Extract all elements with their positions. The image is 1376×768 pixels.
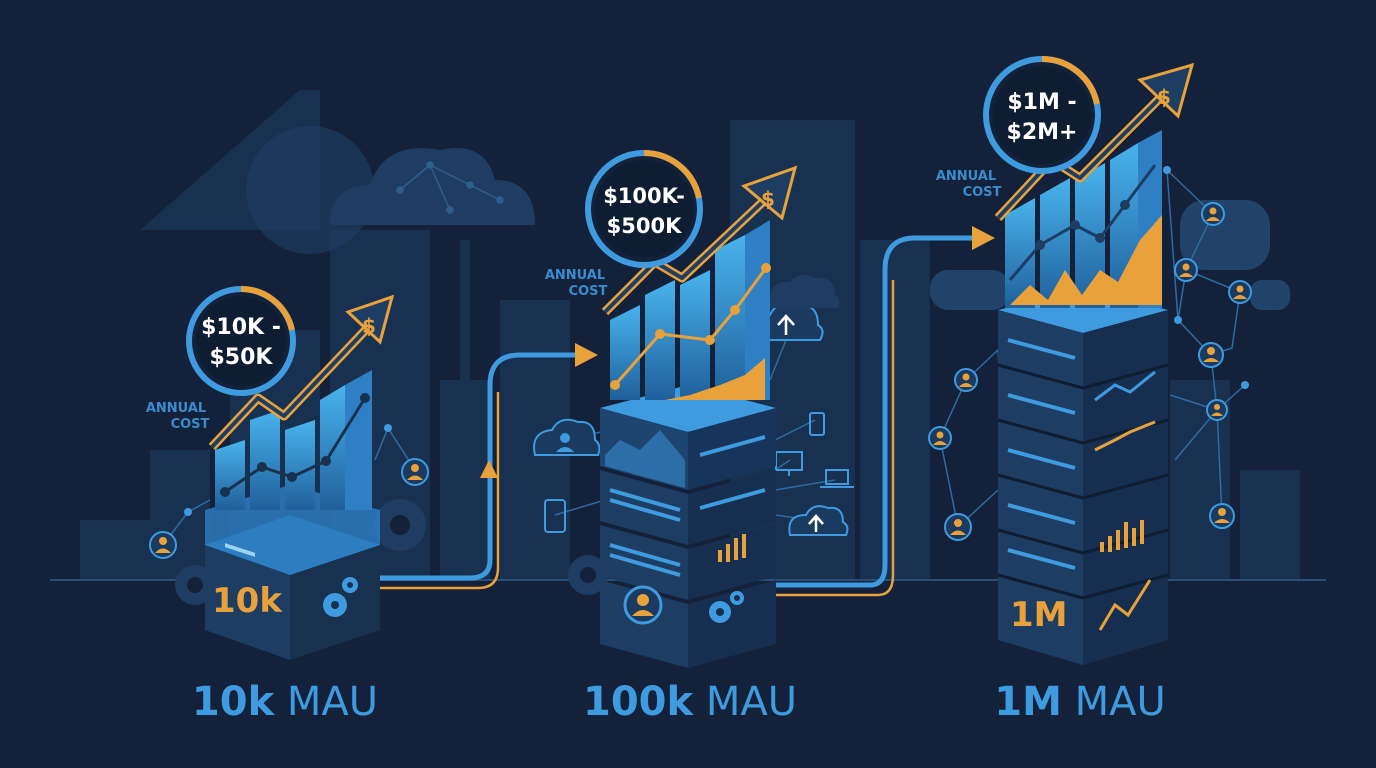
cost-range-line1: $10K - — [201, 315, 281, 340]
annual-cost-label-line2: COST — [569, 284, 608, 299]
flow-arrowhead-1 — [575, 343, 598, 367]
annual-cost-label-line2: COST — [171, 417, 210, 432]
bar-chart-10k — [215, 370, 372, 510]
tier-label-100k: 100k MAU — [550, 676, 830, 728]
svg-text:$: $ — [761, 187, 775, 211]
flow-arrowhead-2 — [972, 226, 995, 250]
cloud-user-icon — [533, 418, 601, 456]
trend-arrow-icon: $ — [601, 165, 798, 316]
tier-10k: 10k $ $10K - $50 — [146, 285, 429, 660]
trend-arrow-icon: $ — [208, 294, 395, 451]
tier-label-10k: 10k MAU — [150, 676, 420, 728]
svg-text:$: $ — [362, 314, 376, 338]
background-cloud — [770, 274, 840, 308]
server-stack-100k — [600, 385, 776, 668]
gear-icon — [568, 555, 608, 595]
flow-arrowhead-1b — [480, 460, 498, 478]
annual-cost-label-line1: ANNUAL — [146, 401, 206, 416]
tier-1m: 1M $ $1M - $2M+ ANNUAL COST — [928, 55, 1252, 665]
background-network-lines — [396, 161, 504, 214]
bar-chart-1m — [1005, 130, 1162, 308]
user-avatar-icon — [149, 424, 429, 559]
cost-badge-10k: $10K - $50K — [186, 285, 296, 396]
tier-label-value: 100k — [583, 679, 694, 725]
cost-range-line1: $1M - — [1007, 90, 1076, 115]
background-cloud — [330, 148, 535, 225]
cost-badge-1m: $1M - $2M+ — [983, 55, 1101, 174]
tablet-icon — [809, 412, 825, 436]
tier-label-value: 1M — [994, 679, 1062, 725]
cost-range-line1: $100K- — [603, 184, 685, 208]
tier-100k: $ $100K- $500K ANNUAL COST — [533, 149, 854, 668]
annual-cost-label-line2: COST — [963, 185, 1002, 200]
tier-label-value: 10k — [191, 679, 275, 725]
gear-icon — [709, 591, 744, 623]
tier-label-unit: MAU — [705, 679, 797, 725]
svg-text:$: $ — [1157, 85, 1171, 109]
tier-label-unit: MAU — [1074, 679, 1166, 725]
mobile-phone-icon — [544, 499, 566, 533]
user-avatar-icon — [623, 585, 663, 625]
cost-range-line2: $50K — [210, 345, 274, 370]
user-avatar-icon — [928, 166, 1252, 541]
annual-cost-label-line1: ANNUAL — [936, 169, 996, 184]
server-number-1m: 1M — [1010, 595, 1068, 635]
tier-label-unit: MAU — [286, 679, 379, 725]
server-number-10k: 10k — [212, 581, 283, 621]
cost-range-line2: $2M+ — [1007, 120, 1078, 145]
laptop-icon — [820, 469, 854, 488]
cost-badge-100k: $100K- $500K — [585, 149, 703, 268]
tier-label-1m: 1M MAU — [960, 676, 1200, 728]
server-tower-1m — [997, 288, 1169, 665]
gear-icon — [323, 577, 358, 617]
bar-chart-100k — [610, 220, 771, 400]
annual-cost-label-line1: ANNUAL — [545, 268, 605, 283]
trend-arrow-icon: $ — [994, 62, 1195, 222]
server-block-10k — [205, 485, 380, 660]
flow-connector-2 — [775, 235, 975, 597]
cost-range-line2: $500K — [607, 214, 682, 238]
cloud-upload-icon — [788, 505, 849, 536]
